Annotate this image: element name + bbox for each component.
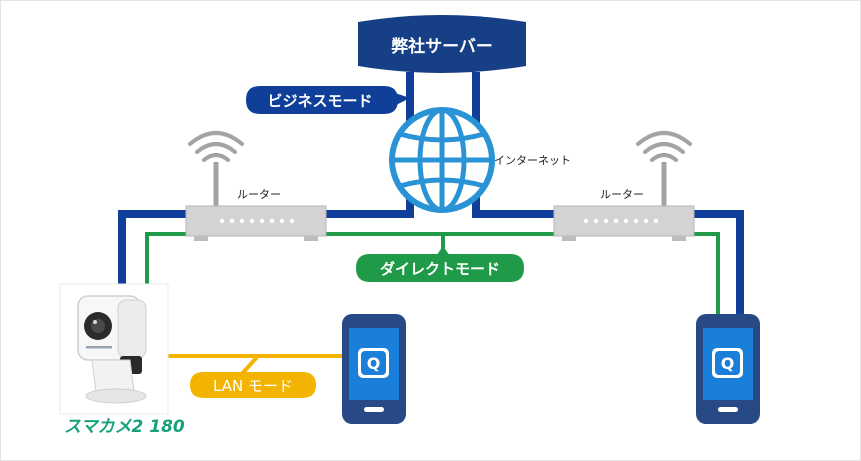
internet-label: インターネット <box>494 154 571 167</box>
router-right-lights <box>583 218 659 224</box>
camera-product-name: スマカメ2 180 <box>64 417 185 437</box>
router-left-label: ルーター <box>237 188 281 201</box>
server-shape <box>358 15 526 73</box>
direct-mode-badge: ダイレクトモード <box>356 246 524 282</box>
direct-mode-label: ダイレクトモード <box>380 260 500 278</box>
camera-device: スマカメ2 180 <box>59 283 185 437</box>
direct-line <box>145 232 720 316</box>
router-right: ルーター <box>553 131 695 241</box>
router-left-lights <box>219 218 295 224</box>
router-right-label: ルーター <box>600 188 644 201</box>
svg-text:Q: Q <box>721 354 735 373</box>
home-button-remote <box>718 407 738 412</box>
company-server: 弊社サーバー <box>358 15 526 73</box>
business-mode-label: ビジネスモード <box>267 92 372 110</box>
home-button-lan <box>364 407 384 412</box>
svg-text:Q: Q <box>367 354 381 373</box>
globe-icon <box>389 107 495 213</box>
wifi-icon-right <box>636 131 692 162</box>
wifi-icon-left <box>188 131 244 162</box>
server-label: 弊社サーバー <box>391 36 493 57</box>
business-mode-badge: ビジネスモード <box>246 86 410 114</box>
lan-mode-badge: LAN モード <box>190 372 316 398</box>
smartphone-lan: Q <box>342 314 406 424</box>
smartphone-remote: Q <box>696 314 760 424</box>
lan-mode-label: LAN モード <box>213 377 293 395</box>
router-left: ルーター <box>185 131 327 241</box>
